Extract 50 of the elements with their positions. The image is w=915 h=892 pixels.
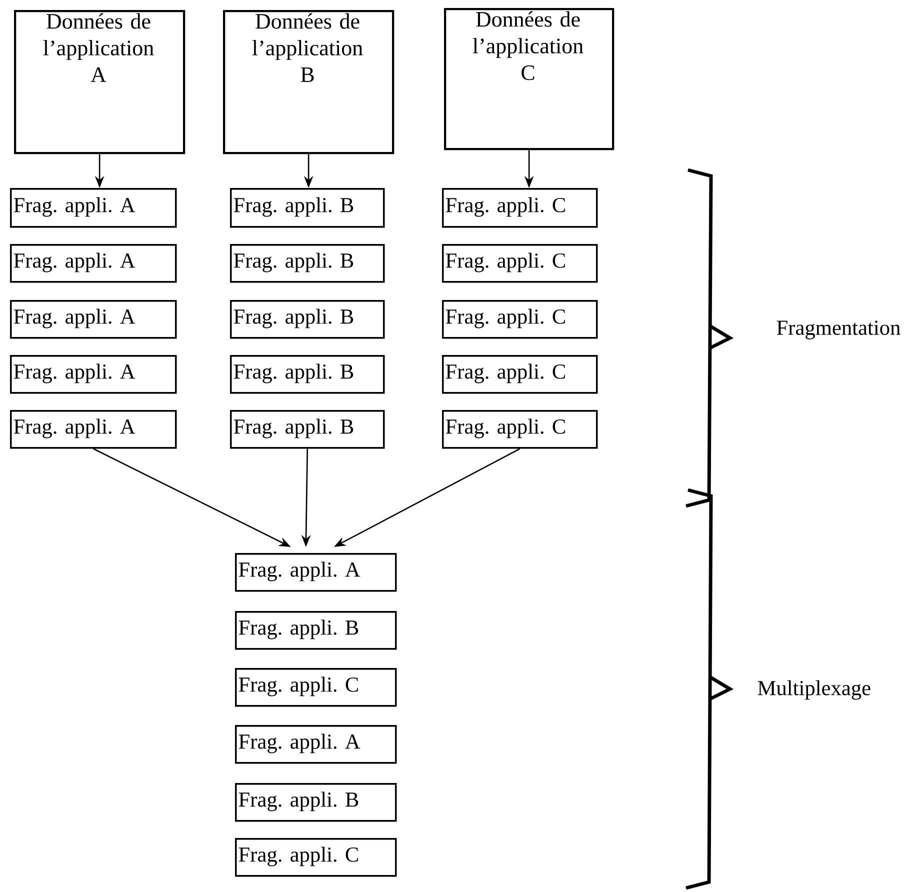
box-label: Données de l’application B (252, 13, 363, 82)
data-box (444, 8, 614, 150)
fragment-box (235, 611, 397, 650)
fragment-box (10, 410, 177, 449)
fragment-box (235, 668, 397, 707)
fragment-box (10, 188, 177, 228)
box-label: Frag. appli. C (446, 418, 565, 438)
box-label: Données de l’application A (43, 13, 154, 82)
box-label: Frag. appli. B (238, 620, 358, 640)
bracket-label: Fragmentation (776, 320, 900, 340)
fragment-box (235, 553, 397, 592)
data-box (14, 10, 186, 154)
box-label: Frag. appli. C (238, 846, 358, 866)
box-label: Frag. appli. A (14, 308, 136, 328)
fragment-box (10, 244, 177, 283)
box-label: Frag. appli. B (234, 197, 354, 217)
box-label: Frag. appli. C (446, 364, 565, 384)
box-label: Frag. appli. B (234, 252, 354, 272)
box-label: Frag. appli. A (14, 197, 136, 217)
bracket-label: Multiplexage (758, 680, 870, 700)
fragment-box (10, 300, 177, 339)
fragment-box (442, 355, 598, 394)
fragment-box (442, 410, 598, 449)
box-label: Données de l’application C (472, 11, 584, 80)
box-label: Frag. appli. C (446, 197, 565, 217)
fragment-box (442, 244, 598, 283)
box-label: Frag. appli. A (238, 562, 360, 582)
fragment-box (230, 410, 385, 449)
fragment-box (230, 355, 385, 394)
fragment-box (442, 188, 598, 228)
box-label: Frag. appli. B (234, 418, 354, 438)
box-label: Frag. appli. B (234, 364, 354, 384)
box-label: Frag. appli. A (14, 364, 136, 384)
fragment-box (10, 355, 177, 394)
fragment-box (235, 783, 397, 822)
fragment-box (230, 300, 385, 339)
box-label: Frag. appli. C (238, 676, 358, 696)
fragment-box (230, 244, 385, 283)
box-label: Frag. appli. A (14, 252, 136, 272)
box-label: Frag. appli. B (238, 792, 358, 812)
box-label: Frag. appli. B (234, 308, 354, 328)
box-label: Frag. appli. C (446, 308, 565, 328)
box-label: Frag. appli. A (14, 418, 136, 438)
box-label: Frag. appli. C (446, 252, 565, 272)
data-box (223, 10, 394, 154)
box-label: Frag. appli. A (238, 734, 360, 754)
fragment-box (230, 188, 385, 228)
fragment-box (235, 838, 397, 877)
fragment-box (442, 300, 598, 339)
fragment-box (235, 725, 397, 764)
